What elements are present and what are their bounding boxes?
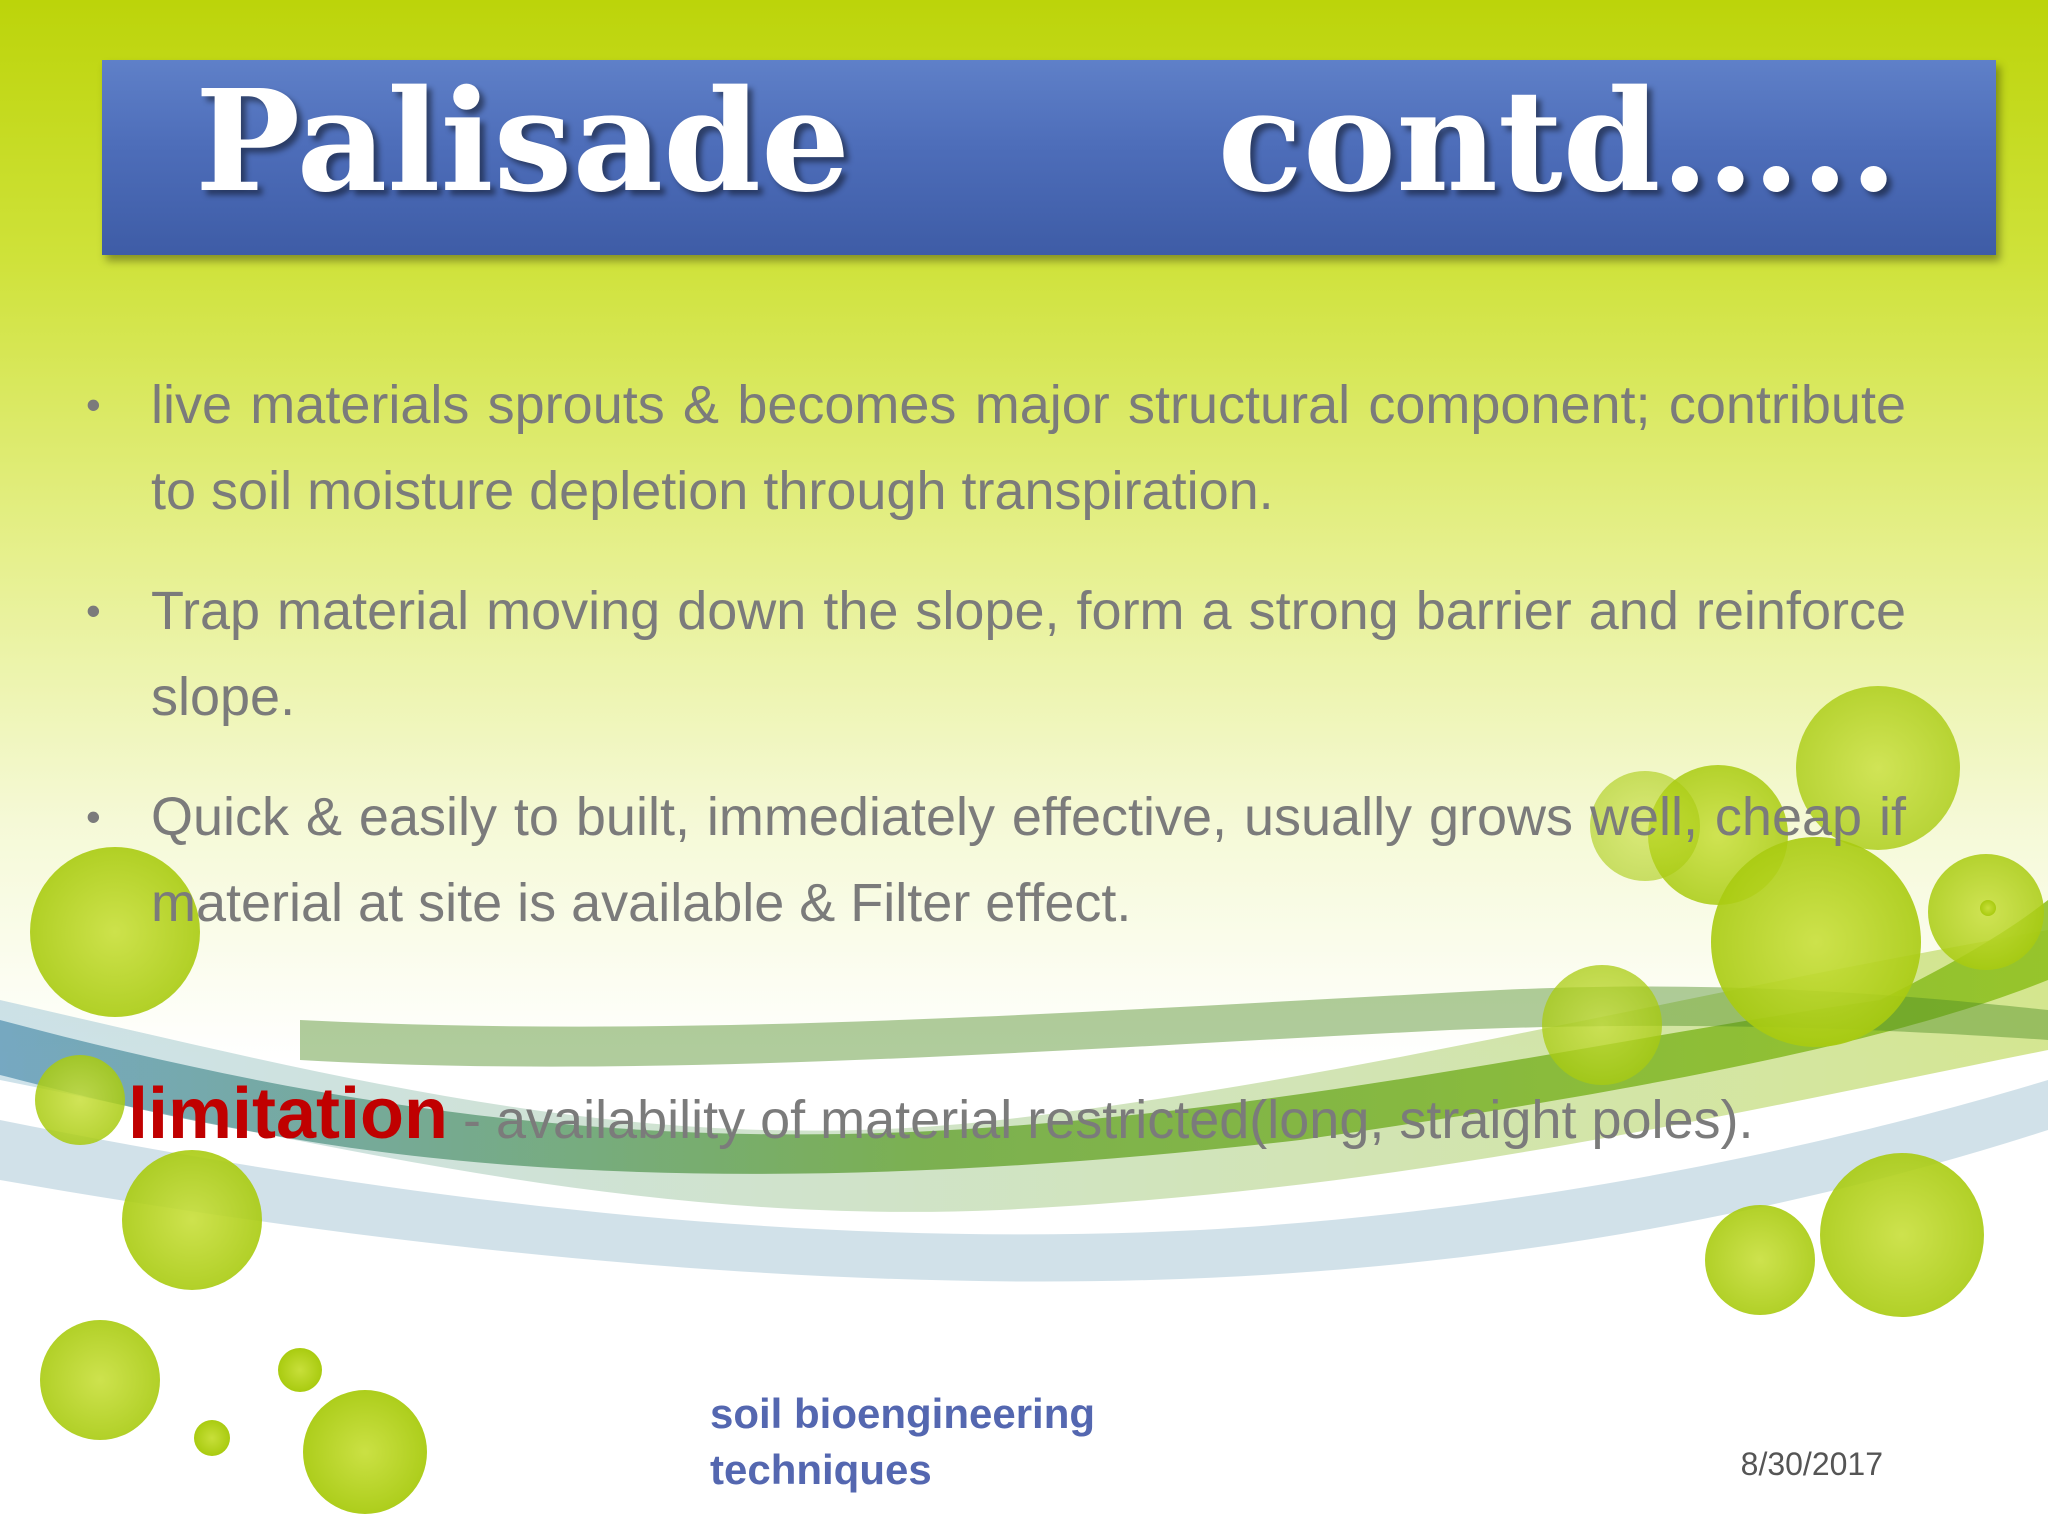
decorative-circles bbox=[30, 686, 2044, 1514]
limitation-text: - availability of material restricted(lo… bbox=[463, 1090, 1754, 1150]
bullet-item: • Quick & easily to built, immediately e… bbox=[84, 774, 1906, 946]
bullet-text: Trap material moving down the slope, for… bbox=[151, 581, 1906, 727]
bullet-item: • Trap material moving down the slope, f… bbox=[84, 568, 1906, 740]
bullet-marker: • bbox=[86, 587, 101, 634]
bullet-marker: • bbox=[86, 381, 101, 428]
limitation-paragraph: limitation - availability of material re… bbox=[128, 1068, 1906, 1166]
bullet-text: live materials sprouts & becomes major s… bbox=[151, 375, 1906, 521]
bullet-list: • live materials sprouts & becomes major… bbox=[84, 362, 1906, 980]
title-bar bbox=[102, 60, 1996, 255]
footer-title: soil bioengineering techniques bbox=[710, 1390, 1096, 1493]
footer-date: 8/30/2017 bbox=[1740, 1446, 1883, 1482]
slide-title-left: Palisade bbox=[195, 60, 851, 224]
slide-title-right: contd….. bbox=[1217, 60, 1898, 224]
limitation-label: limitation bbox=[128, 1074, 448, 1154]
bullet-item: • live materials sprouts & becomes major… bbox=[84, 362, 1906, 534]
bullet-text: Quick & easily to built, immediately eff… bbox=[151, 787, 1906, 933]
bullet-marker: • bbox=[86, 793, 101, 840]
